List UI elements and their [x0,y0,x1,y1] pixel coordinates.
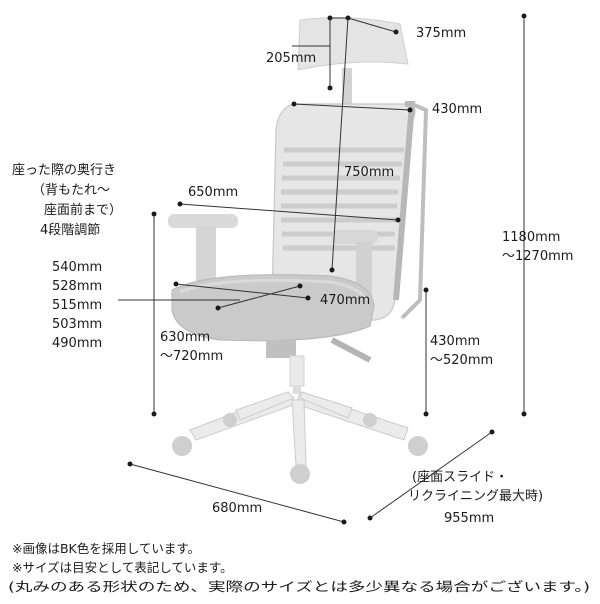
footnote-1: ※画像はBK色を採用しています。 [12,541,200,556]
recline-note-1: (座面スライド・ [412,470,508,485]
back-height-label: 750mm [344,165,394,180]
depth-title-line-2: （背もたれ〜 [32,183,110,198]
arm-width-label: 650mm [188,185,238,200]
chair-illustration [168,17,429,484]
depth-title-line-4: 4段階調節 [40,223,100,238]
total-depth-label: 955mm [444,511,494,526]
seat [171,274,375,342]
arm-height-label-1: 630mm [160,330,210,345]
total-height-label-2: 〜1270mm [502,249,573,264]
seat-height-label-2: 〜520mm [430,353,493,368]
total-height-label-1: 1180mm [502,230,560,245]
depth-title-line-1: 座った際の奥行き [12,163,116,178]
depth-value-5: 490mm [52,336,102,351]
gas-cylinder [266,337,372,394]
arm-height-label-2: 〜720mm [160,349,223,364]
depth-value-3: 515mm [52,298,102,313]
head-height-label: 205mm [266,51,316,66]
base-width-label: 680mm [212,501,262,516]
star-base [189,391,409,467]
depth-value-2: 528mm [52,279,102,294]
seat-height-label-1: 430mm [430,334,480,349]
footnote-3: (丸みのある形状のため、実際のサイズとは多少異なる場合がございます。) [8,579,590,594]
dimension-lines [118,13,527,525]
depth-value-1: 540mm [52,260,102,275]
footnote-2: ※サイズは目安として表記しています。 [12,560,233,575]
seat-width-label: 470mm [320,293,370,308]
left-armrest [168,214,238,288]
depth-title-line-3: 座面前まで） [44,202,122,218]
back-width-label: 430mm [432,102,482,117]
depth-value-4: 503mm [52,317,102,332]
footnotes: ※画像はBK色を採用しています。 ※サイズは目安として表記しています。 (丸みの… [8,541,590,594]
casters [172,413,428,484]
head-width-label: 375mm [416,26,466,41]
dimension-labels: 375mm 205mm 430mm 750mm 座った際の奥行き （背もたれ〜 … [12,26,573,526]
recline-note-2: リクライニング最大時) [408,489,543,504]
